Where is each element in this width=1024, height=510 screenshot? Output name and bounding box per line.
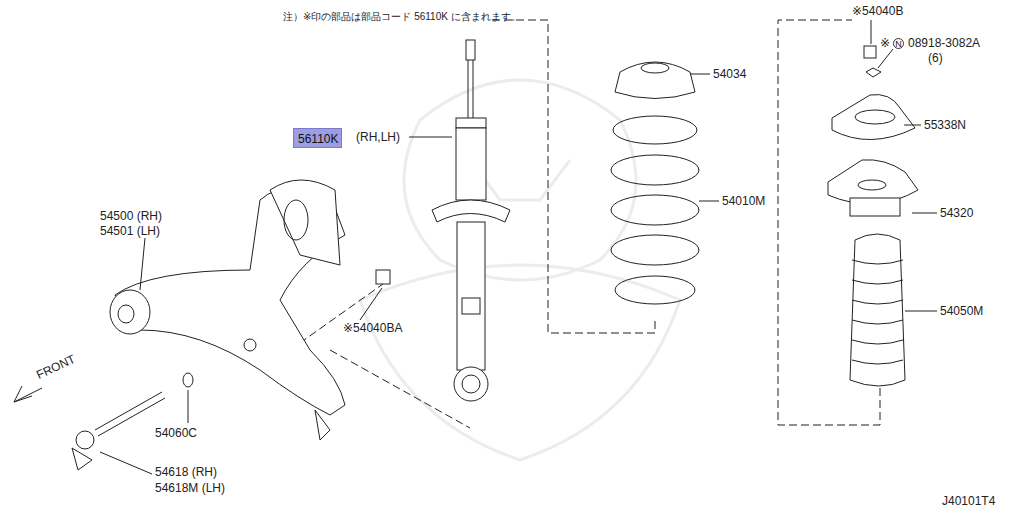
- part-code: 56110K: [298, 132, 337, 146]
- part-number: ※54040BA: [343, 321, 402, 335]
- part-number: 54034: [713, 67, 746, 81]
- mark-symbol: ※: [880, 36, 890, 50]
- part-number: 54618 (RH): [155, 465, 217, 479]
- part-number: 08918-3082A: [908, 36, 980, 50]
- part-number: 55338N: [924, 118, 966, 132]
- note-text: 注）※印の部品は部品コード 56110K に含まれます。: [283, 10, 521, 24]
- quantity: (6): [928, 51, 943, 65]
- part-number: 54050M: [940, 304, 983, 318]
- part-number: 54060C: [155, 426, 197, 440]
- direction-label: FRONT: [34, 352, 77, 382]
- part-number: 54501 (LH): [100, 224, 160, 238]
- part-number: 54010M: [722, 194, 765, 208]
- part-number: 54618M (LH): [155, 481, 225, 495]
- highlight-box: 56110K: [293, 128, 342, 148]
- part-number: 54500 (RH): [100, 209, 162, 223]
- part-number: 54320: [940, 206, 973, 220]
- part-number: ※54040B: [852, 4, 903, 18]
- watermark: [360, 80, 680, 460]
- side-label: (RH,LH): [356, 130, 400, 144]
- figure-code: J40101T4: [942, 494, 995, 508]
- circled-n: N: [893, 38, 904, 49]
